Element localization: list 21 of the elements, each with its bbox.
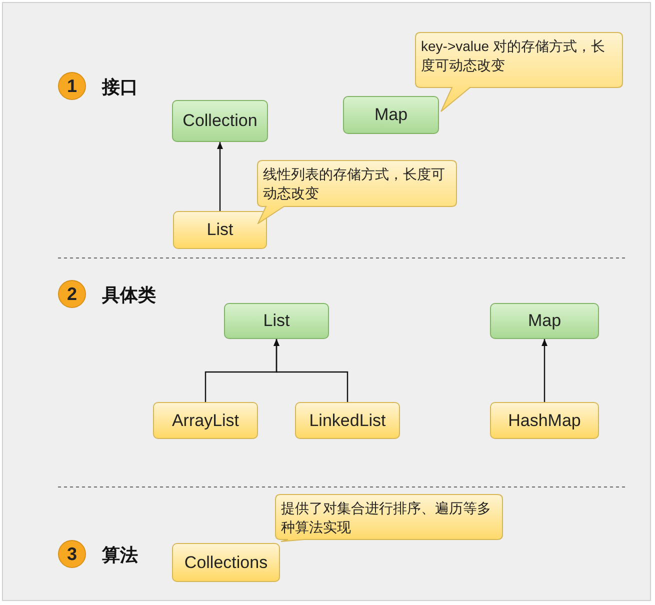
section-heading: 具体类 xyxy=(102,284,156,307)
note-text: 提供了对集合进行排序、遍历等多种算法实现 xyxy=(281,499,492,537)
class-box: LinkedList xyxy=(295,402,400,439)
class-box: Collections xyxy=(172,543,280,582)
speech-bubble xyxy=(415,32,623,112)
section-heading: 算法 xyxy=(102,544,138,567)
arrow xyxy=(274,339,348,402)
class-box: List xyxy=(173,211,267,249)
interface-box: Map xyxy=(490,303,599,339)
speech-bubble xyxy=(275,494,503,542)
arrow xyxy=(542,339,548,402)
speech-bubble xyxy=(257,160,457,224)
class-box: ArrayList xyxy=(153,402,258,439)
interface-box: Map xyxy=(343,96,439,134)
arrow xyxy=(217,142,223,211)
note-text: 线性列表的存储方式，长度可动态改变 xyxy=(263,165,446,203)
class-box: HashMap xyxy=(490,402,599,439)
section-heading: 接口 xyxy=(102,76,138,99)
interface-box: Collection xyxy=(172,100,268,142)
note-text: key->value 对的存储方式，长度可动态改变 xyxy=(421,37,606,75)
interface-box: List xyxy=(224,303,329,339)
